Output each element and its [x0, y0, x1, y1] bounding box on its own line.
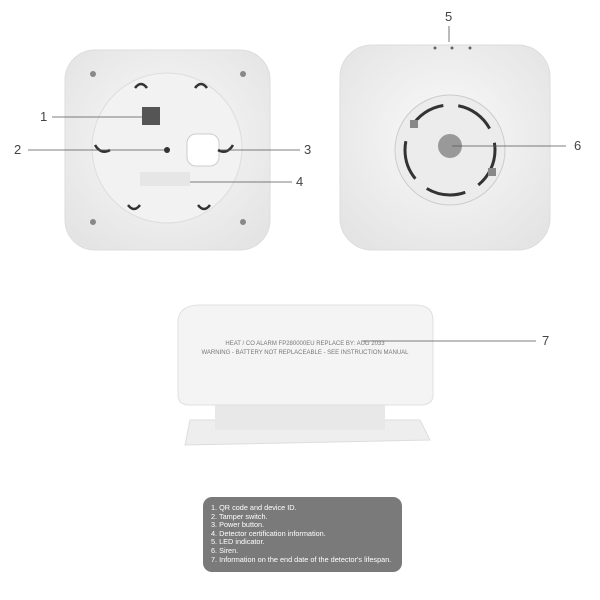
device-front-view	[339, 44, 551, 251]
callout-6: 6	[574, 138, 582, 153]
legend-item: 7. Information on the end date of the de…	[211, 554, 392, 564]
callout-4: 4	[296, 174, 304, 189]
legend-item: 1. QR code and device ID.	[211, 503, 297, 512]
callout-2: 2	[14, 142, 22, 157]
legend-item: 3. Power button.	[211, 520, 265, 530]
leader-lines	[28, 26, 566, 342]
callout-3: 3	[304, 142, 312, 157]
siren	[438, 134, 462, 158]
legend-item: 2. Tamper switch.	[211, 511, 268, 521]
device-side-view: HEAT / CO ALARM FP280000EU REPLACE BY: A…	[177, 304, 434, 446]
callout-5: 5	[445, 9, 453, 24]
qr-code	[142, 107, 160, 125]
tamper-switch	[164, 147, 170, 153]
callout-1: 1	[40, 109, 48, 124]
callout-7: 7	[542, 333, 550, 348]
device-back-view	[64, 49, 271, 251]
legend-box: 1. QR code and device ID. 2. Tamper swit…	[203, 497, 402, 572]
legend-item: 6. Siren.	[211, 545, 239, 555]
legend-item: 4. Detector certification information.	[211, 528, 326, 538]
side-label-line2: WARNING - BATTERY NOT REPLACEABLE - SEE …	[201, 350, 409, 356]
side-label-line1: HEAT / CO ALARM FP280000EU REPLACE BY: A…	[225, 341, 385, 347]
power-button[interactable]	[186, 133, 220, 167]
legend-item: 5. LED indicator.	[211, 537, 265, 547]
